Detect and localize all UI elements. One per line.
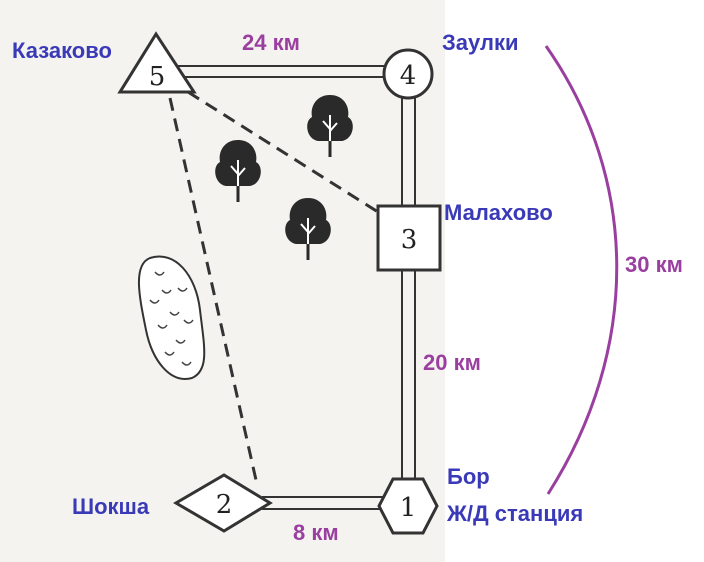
node-2-number: 2 (216, 490, 233, 520)
tree-icon (215, 140, 261, 202)
town-label-bor: Бор (447, 464, 490, 489)
tree-icon (285, 198, 331, 260)
node-3-malakhovo-square: 3 (376, 204, 442, 272)
town-label-malakhovo: Малахово (444, 200, 553, 225)
town-label-kazakovo: Казаково (12, 38, 112, 63)
town-label-shoksha: Шокша (72, 494, 150, 519)
town-label-zaulki: Заулки (442, 30, 519, 55)
distance-label-kazakovo-zaulki: 24 км (242, 30, 300, 55)
map-paper-background (0, 0, 445, 562)
distance-label-malakhovo-bor: 20 км (423, 350, 481, 375)
node-2-shoksha-diamond: 2 (173, 473, 273, 533)
node-5-kazakovo-triangle: 5 (117, 31, 197, 94)
node-3-number: 3 (401, 225, 418, 255)
node-4-zaulki-circle: 4 (382, 48, 434, 100)
node-4-number: 4 (400, 61, 417, 91)
road-shoksha-bor (262, 496, 384, 510)
town-label-bor-station: Ж/Д станция (447, 501, 584, 526)
distance-label-zaulki-bor: 30 км (625, 252, 683, 277)
lake-icon (138, 255, 206, 380)
road-malakhovo-bor (401, 270, 416, 482)
road-kazakovo-zaulki (175, 65, 388, 78)
node-1-bor-hexagon: 1 (377, 477, 439, 535)
dashed-road-kazakovo-malakhovo (187, 90, 379, 214)
node-5-number: 5 (149, 62, 166, 92)
distance-arc-zaulki-bor (544, 45, 619, 495)
tree-icon (307, 95, 353, 157)
road-zaulki-malakhovo (401, 98, 416, 206)
distance-label-shoksha-bor: 8 км (293, 520, 339, 545)
dashed-road-kazakovo-shoksha (168, 97, 258, 481)
node-1-number: 1 (400, 493, 417, 523)
